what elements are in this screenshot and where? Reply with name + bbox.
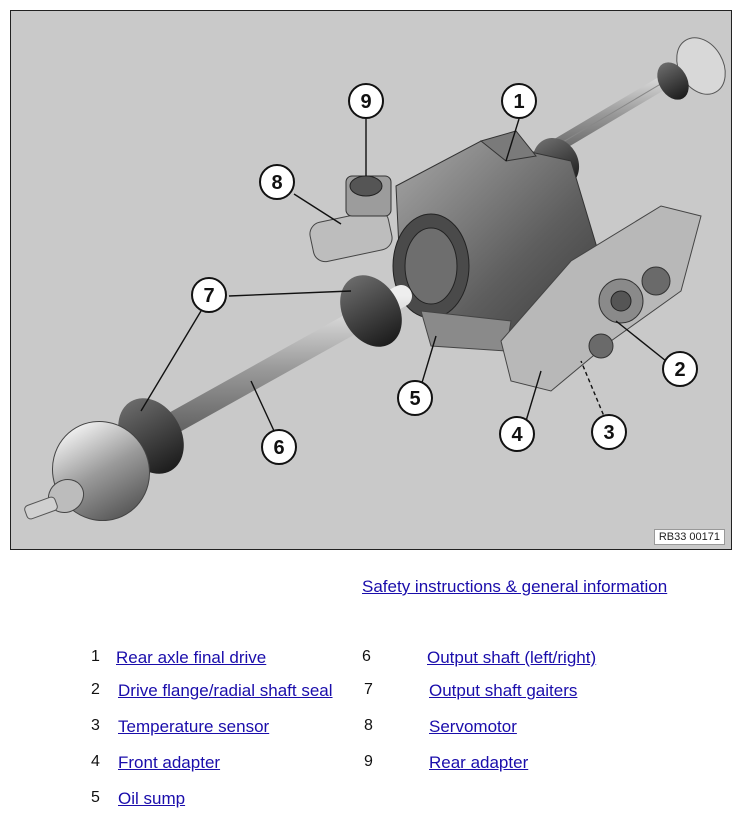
legend-link[interactable]: Temperature sensor	[118, 717, 270, 736]
callout-5: 5	[397, 380, 433, 416]
safety-instructions-link[interactable]: Safety instructions & general informatio…	[362, 577, 668, 596]
front-adapter	[500, 205, 702, 392]
legend-link[interactable]: Output shaft gaiters	[429, 681, 578, 700]
servomotor	[309, 175, 393, 263]
right-output-shaft	[524, 37, 726, 189]
legend-link[interactable]: Drive flange/radial shaft seal	[118, 681, 333, 700]
callout-4: 4	[499, 416, 535, 452]
svg-text:9: 9	[360, 91, 371, 113]
legend-number: 4	[91, 753, 100, 770]
legend-link[interactable]: Rear adapter	[429, 753, 529, 772]
callout-1: 1	[501, 83, 537, 119]
legend-link[interactable]: Front adapter	[118, 753, 221, 772]
callout-7: 7	[191, 277, 227, 313]
legend-link[interactable]: Servomotor	[429, 717, 517, 736]
svg-text:6: 6	[273, 437, 284, 459]
figure-code: RB33 00171	[653, 529, 725, 545]
callout-6: 6	[261, 429, 297, 465]
legend-number: 8	[364, 717, 373, 734]
svg-text:8: 8	[271, 172, 282, 194]
callout-8: 8	[259, 164, 295, 200]
legend-link[interactable]: Rear axle final drive	[116, 648, 267, 667]
left-output-shaft	[24, 275, 412, 522]
legend-number: 1	[91, 648, 100, 665]
svg-text:3: 3	[603, 422, 614, 444]
svg-text:5: 5	[409, 388, 420, 410]
legend-number: 3	[91, 717, 100, 734]
svg-text:2: 2	[674, 359, 685, 381]
legend-number: 7	[364, 681, 373, 698]
diagram-figure: 1 2 3 4 5 6 7 8 9 RB33 00171	[10, 10, 732, 550]
callout-3: 3	[591, 414, 627, 450]
callout-2: 2	[662, 351, 698, 387]
svg-text:4: 4	[511, 424, 523, 446]
rear-axle-illustration: 1 2 3 4 5 6 7 8 9	[24, 37, 726, 522]
legend-number: 9	[364, 753, 373, 770]
legend-link[interactable]: Output shaft (left/right)	[427, 648, 597, 667]
legend-number: 5	[91, 789, 100, 806]
legend-number: 2	[91, 681, 100, 698]
svg-text:7: 7	[203, 285, 214, 307]
legend-link[interactable]: Oil sump	[118, 789, 186, 808]
callout-markers: 1 2 3 4 5 6 7 8 9	[191, 83, 698, 465]
svg-text:1: 1	[513, 91, 524, 113]
legend-number: 6	[362, 648, 371, 665]
callout-9: 9	[348, 83, 384, 119]
